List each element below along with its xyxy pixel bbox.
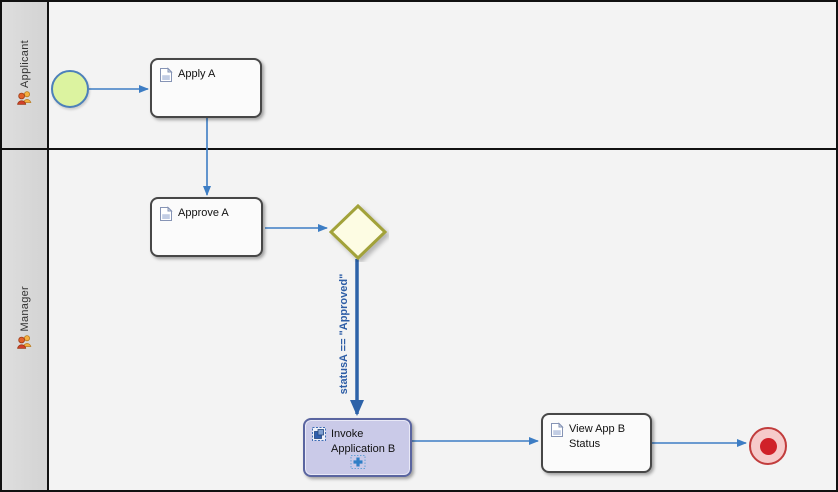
end-event-inner-circle [759, 437, 777, 455]
lane-manager-label: Manager [18, 285, 31, 332]
task-label: View App B Status [569, 423, 626, 450]
document-icon [159, 67, 173, 88]
lane-applicant-header[interactable]: Applicant [2, 2, 49, 148]
task-label: Approve A [178, 207, 229, 219]
task-apply-a[interactable]: Apply A [150, 58, 262, 118]
task-approve-a[interactable]: Approve A [150, 197, 263, 257]
call-activity-icon [312, 427, 326, 446]
task-invoke-application-b[interactable]: Invoke Application B [303, 418, 412, 477]
people-icon [16, 334, 33, 354]
flow-condition-label[interactable]: statusA == "Approved" [338, 273, 350, 395]
task-view-app-b-status[interactable]: View App B Status [541, 413, 652, 473]
lane-applicant: Applicant [2, 2, 836, 150]
people-icon [16, 90, 33, 110]
document-icon [550, 422, 564, 443]
subprocess-plus-icon[interactable] [350, 455, 365, 474]
document-icon [159, 206, 173, 227]
exclusive-gateway[interactable] [328, 203, 389, 267]
end-event[interactable] [749, 427, 787, 465]
lane-manager: Manager [2, 150, 836, 490]
lane-manager-header[interactable]: Manager [2, 150, 49, 490]
lane-applicant-label: Applicant [18, 39, 31, 88]
task-label: Apply A [178, 68, 216, 80]
start-event[interactable] [51, 70, 89, 108]
task-label: Invoke Application B [331, 428, 396, 455]
